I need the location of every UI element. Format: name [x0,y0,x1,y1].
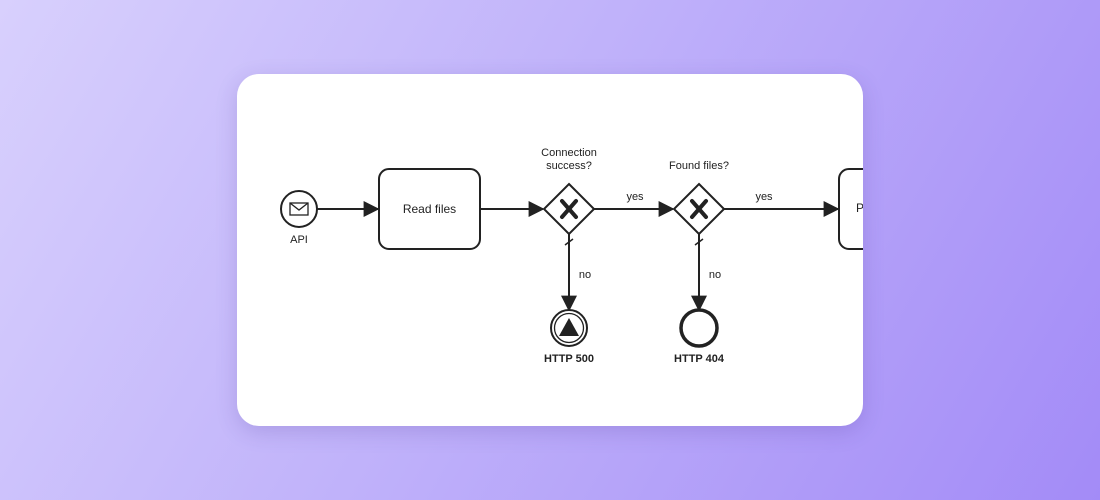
flow-found-files-no-label: no [708,269,722,281]
flow-connection-yes-label: yes [626,191,644,203]
task-next[interactable] [838,168,863,250]
flow-found-files-yes-label: yes [755,191,773,203]
end-event-http-500[interactable] [550,309,588,347]
default-flow-slash [694,238,704,246]
gateway-found-files-question: Found files? [669,160,729,172]
task-next-label: P [855,201,863,215]
start-event-label: API [290,234,308,246]
envelope-icon [289,202,309,216]
default-flow-slash [564,238,574,246]
gateway-connection-question-line2: success? [546,160,592,172]
gateway-connection-question: Connection success? [519,147,619,173]
flow-connection-no-label: no [578,269,592,281]
gateway-connection-success[interactable] [542,182,596,236]
exclusive-x-icon [690,199,708,219]
gateway-connection-question-line1: Connection [541,147,597,159]
escalation-icon [559,318,579,336]
end-event-http-404[interactable] [679,308,719,348]
bpmn-diagram [280,168,863,348]
exclusive-x-icon [560,199,578,219]
task-read-files-label: Read files [402,202,457,216]
gateway-found-files[interactable] [672,182,726,236]
end-event-http-404-label: HTTP 404 [674,353,724,365]
start-event-api[interactable] [280,190,318,228]
diagram-card: API Read files Connection success? yes n… [237,74,863,426]
end-event-http-500-label: HTTP 500 [544,353,594,365]
